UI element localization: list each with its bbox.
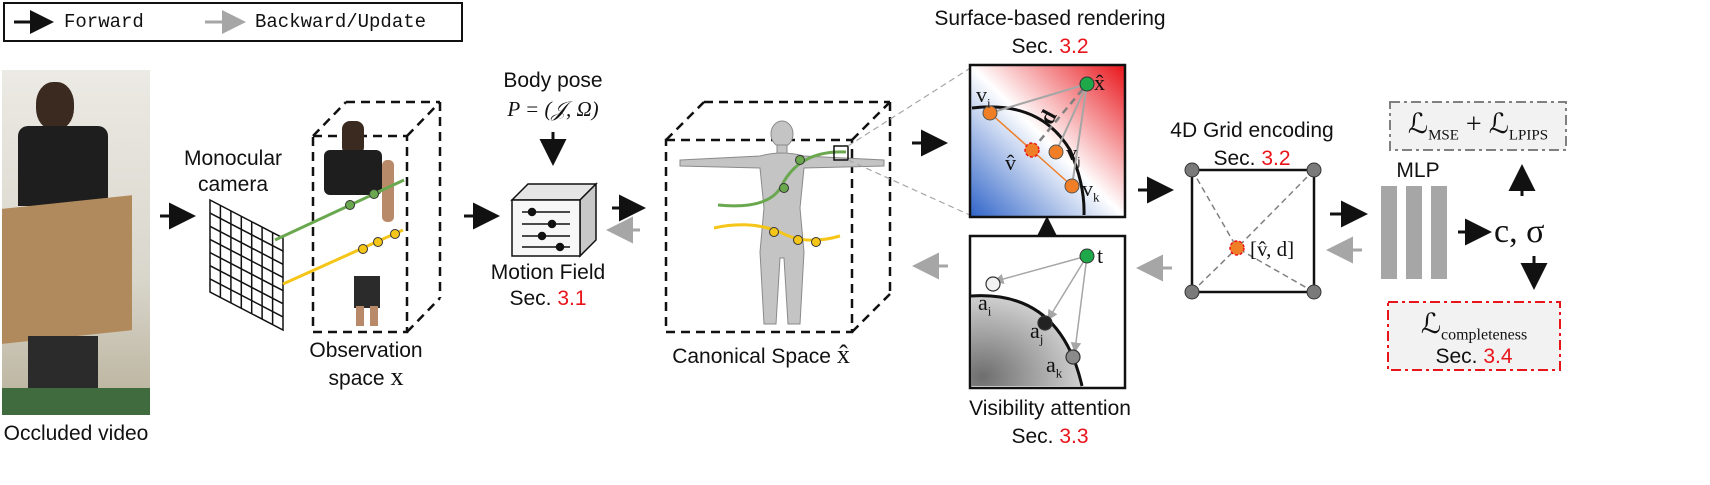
surface-title: Surface-based rendering [934, 7, 1166, 30]
legend-backward: Backward/Update [255, 11, 427, 33]
floor-grass [2, 388, 150, 415]
surface-rendering-panel [968, 63, 1127, 219]
canonical-cube [664, 100, 892, 334]
visibility-panel [968, 234, 1127, 390]
zoom-line-top [847, 66, 973, 147]
observed-person [324, 121, 394, 326]
legend-arrows [14, 10, 246, 34]
canonical-curves [713, 150, 847, 247]
person-legs [28, 336, 98, 392]
label-x-hat: x̂ [1094, 70, 1105, 95]
loss-bottom-sec: Sec. 3.4 [1435, 345, 1513, 368]
legend-forward: Forward [64, 11, 144, 33]
canonical-symbol: x̂ [836, 340, 850, 369]
person-torso [18, 126, 108, 206]
loss-top-formula: ℒMSE + ℒLPIPS [1407, 109, 1549, 144]
observation-label: Observation space x [309, 339, 423, 391]
grid-title: 4D Grid encoding [1170, 119, 1334, 142]
camera-rays [274, 178, 405, 286]
grid-encoding-diagram [1184, 162, 1322, 300]
grid-sec: Sec. 3.2 [1213, 147, 1291, 170]
output-c-sigma: c, σ [1494, 213, 1545, 250]
legend-box [3, 2, 463, 42]
motion-field-sec: Sec. 3.1 [509, 287, 587, 310]
body-pose-formula: P = (𝒥, Ω) [507, 97, 599, 121]
mlp-label: MLP [1396, 159, 1440, 182]
canonical-label: Canonical Space x̂ [672, 340, 850, 369]
label-a-j: aj [1030, 318, 1044, 347]
loss-bottom-box [1387, 301, 1561, 371]
person-head [36, 82, 74, 130]
grid-point-label: [v̂, d] [1250, 237, 1295, 261]
label-v-k: vk [1082, 176, 1100, 205]
loss-bottom-formula: ℒcompleteness [1420, 309, 1528, 344]
label-v-hat: v̂ [1005, 150, 1016, 175]
label-t: t [1097, 243, 1104, 268]
observation-symbol: x [390, 362, 404, 391]
video-caption: Occluded video [3, 422, 149, 445]
label-a-i: ai [978, 290, 992, 319]
visibility-sec: Sec. 3.3 [1011, 425, 1089, 448]
body-pose-title: Body pose [503, 69, 603, 92]
label-v-i: vi [976, 82, 991, 111]
visibility-title: Visibility attention [969, 397, 1131, 420]
label-v-j: vj [1066, 140, 1081, 169]
canonical-body-model [679, 120, 885, 325]
label-a-k: ak [1046, 352, 1063, 381]
video-frame [2, 70, 150, 415]
motion-field-icon [510, 182, 598, 258]
zoom-line-bottom [847, 159, 973, 217]
surface-sec: Sec. 3.2 [1011, 35, 1089, 58]
motion-field-label: Motion Field [490, 261, 606, 284]
zoom-region [833, 145, 849, 161]
mlp-layers [1381, 186, 1447, 279]
loss-top-box [1389, 101, 1567, 151]
camera-grid-icon [209, 198, 284, 332]
